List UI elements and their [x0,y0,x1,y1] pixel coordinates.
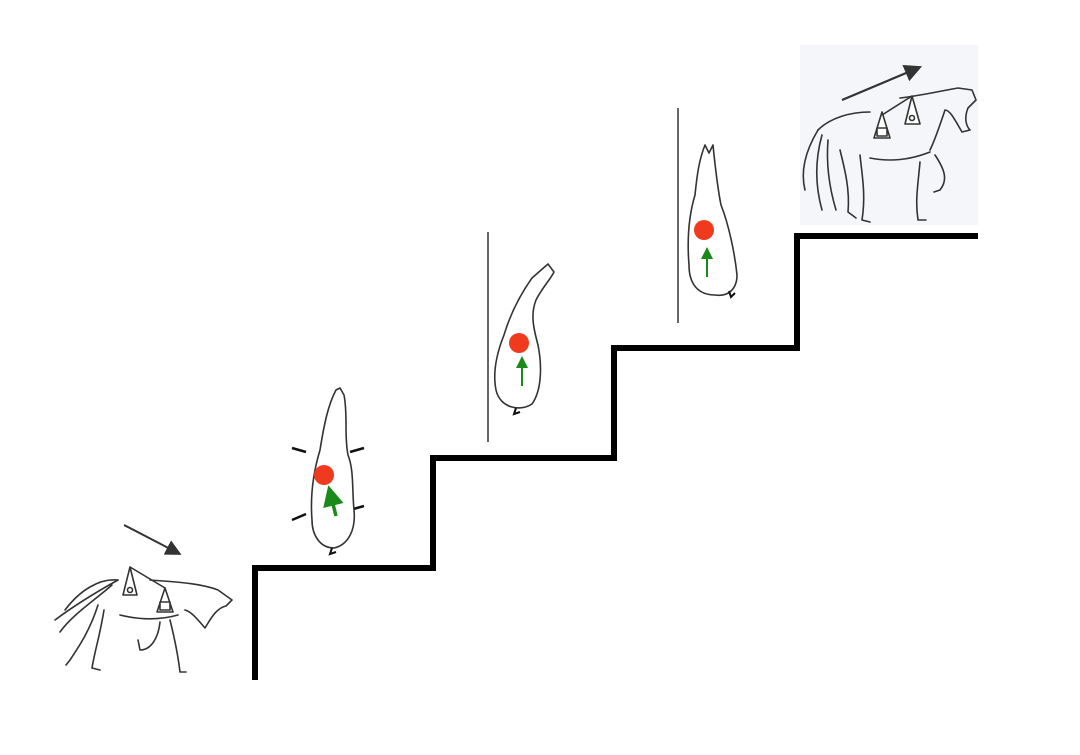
direction-arrow-icon [123,524,182,555]
horse-top-view-icon [291,387,365,556]
horse-top-view-icon [493,263,555,416]
direction-arrow-icon [841,65,923,102]
center-of-mass-dot [694,220,714,240]
center-of-mass-dot [314,465,334,485]
horse-side-view-collected-icon [800,45,978,225]
balance-scale-icon [122,566,174,613]
thrust-arrow [323,485,344,517]
balance-scale-icon [873,95,921,139]
horse-side-view-forehand-icon [54,524,233,673]
horse-top-view-icon [687,144,738,299]
center-of-mass-dot [509,333,529,353]
staircase [252,233,978,680]
